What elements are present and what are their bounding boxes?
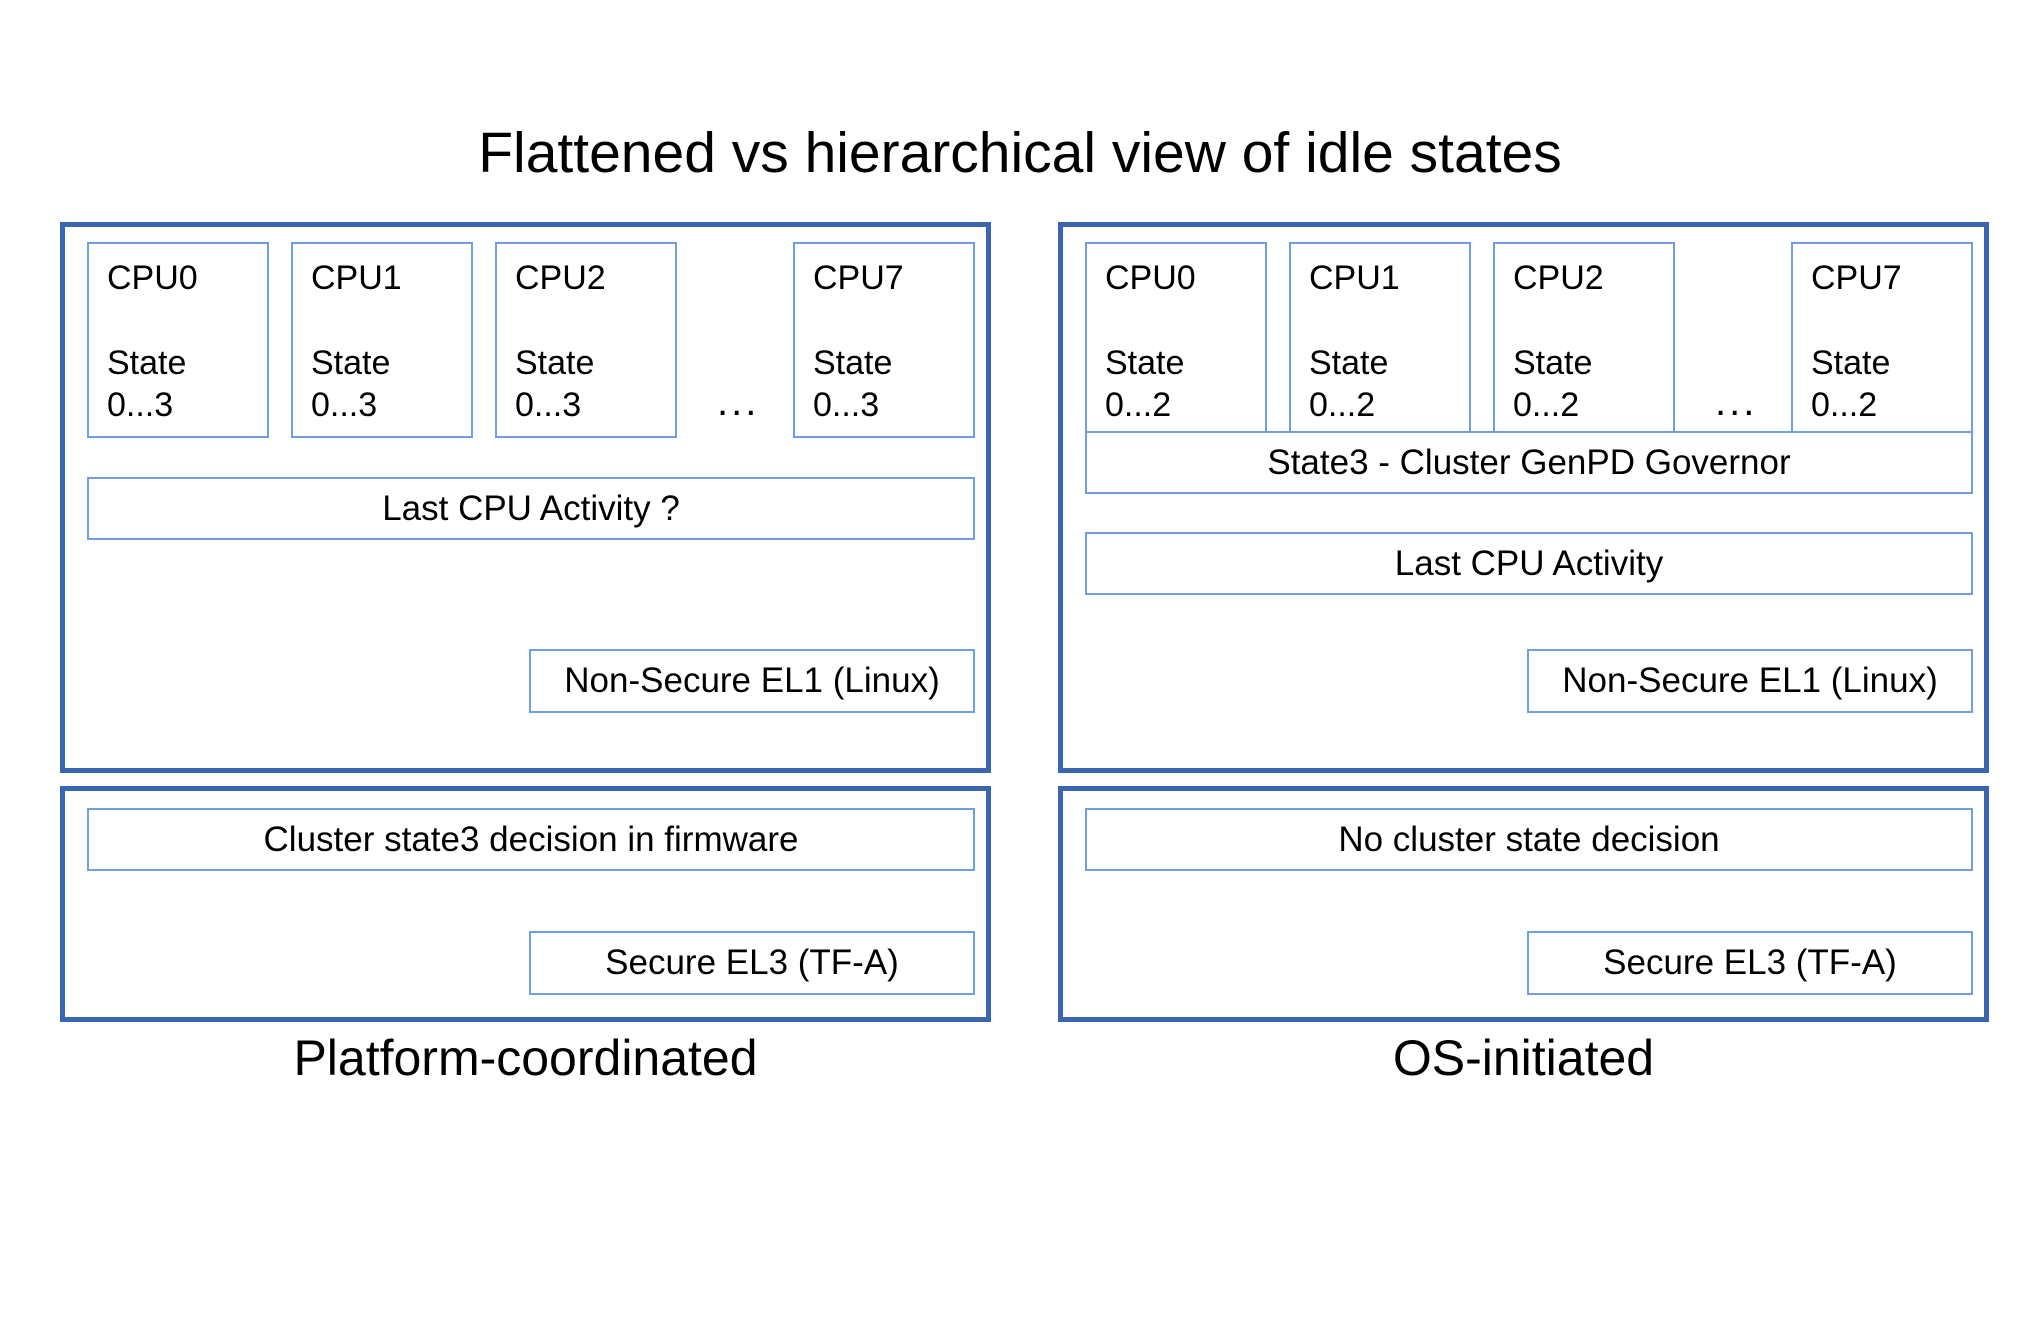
cpu-label: CPU1 [1309, 259, 1400, 297]
cpu-state: State 0...2 [1309, 342, 1388, 426]
right-cpu-box-1: CPU1 State 0...2 [1289, 242, 1471, 438]
left-secure-panel: Cluster state3 decision in firmware Secu… [60, 786, 991, 1022]
right-cpu-row: CPU0 State 0...2 CPU1 State 0...2 CPU2 S… [1085, 242, 1973, 442]
cpu-state-range: 0...2 [1811, 386, 1878, 424]
left-cpu-row: CPU0 State 0...3 CPU1 State 0...3 CPU2 S… [87, 242, 975, 442]
left-cpu-ellipsis: ... [717, 380, 760, 424]
cpu-label: CPU0 [107, 259, 198, 297]
right-no-cluster-decision-bar: No cluster state decision [1085, 808, 1973, 871]
cpu-label: CPU0 [1105, 259, 1196, 297]
cpu-state-label: State [813, 344, 893, 382]
cpu-state-range: 0...2 [1309, 386, 1376, 424]
right-caption: OS-initiated [1392, 1030, 1655, 1086]
left-last-cpu-activity-bar: Last CPU Activity ? [87, 477, 975, 540]
right-cluster-genpd-governor-bar: State3 - Cluster GenPD Governor [1085, 431, 1973, 494]
cpu-label: CPU7 [1811, 259, 1902, 297]
cpu-label: CPU2 [515, 259, 606, 297]
cpu-label: CPU1 [311, 259, 402, 297]
cpu-state-range: 0...3 [107, 386, 174, 424]
cpu-state: State 0...2 [1513, 342, 1592, 426]
cpu-state: State 0...3 [813, 342, 892, 426]
cpu-label: CPU2 [1513, 259, 1604, 297]
right-nonsecure-el1-badge: Non-Secure EL1 (Linux) [1527, 649, 1973, 713]
cpu-state-label: State [1309, 344, 1389, 382]
right-cpu-ellipsis: ... [1715, 380, 1758, 424]
cpu-state: State 0...3 [107, 342, 186, 426]
left-nonsecure-panel: CPU0 State 0...3 CPU1 State 0...3 CPU2 S… [60, 222, 991, 773]
left-cluster-decision-bar: Cluster state3 decision in firmware [87, 808, 975, 871]
right-secure-el3-badge: Secure EL3 (TF-A) [1527, 931, 1973, 995]
left-caption: Platform-coordinated [293, 1030, 758, 1086]
cpu-state-range: 0...3 [813, 386, 880, 424]
cpu-state-label: State [1105, 344, 1185, 382]
cpu-state: State 0...3 [515, 342, 594, 426]
cpu-state-range: 0...3 [515, 386, 582, 424]
right-nonsecure-panel: CPU0 State 0...2 CPU1 State 0...2 CPU2 S… [1058, 222, 1989, 773]
right-secure-panel: No cluster state decision Secure EL3 (TF… [1058, 786, 1989, 1022]
cpu-state: State 0...2 [1811, 342, 1890, 426]
right-cpu-box-7: CPU7 State 0...2 [1791, 242, 1973, 438]
cpu-state-range: 0...2 [1105, 386, 1172, 424]
left-cpu-box-7: CPU7 State 0...3 [793, 242, 975, 438]
left-cpu-box-0: CPU0 State 0...3 [87, 242, 269, 438]
cpu-state: State 0...3 [311, 342, 390, 426]
cpu-state-label: State [515, 344, 595, 382]
diagram-title: Flattened vs hierarchical view of idle s… [478, 121, 1562, 185]
cpu-label: CPU7 [813, 259, 904, 297]
right-cpu-box-0: CPU0 State 0...2 [1085, 242, 1267, 438]
right-last-cpu-activity-bar: Last CPU Activity [1085, 532, 1973, 595]
cpu-state-range: 0...3 [311, 386, 378, 424]
cpu-state-label: State [311, 344, 391, 382]
cpu-state-label: State [107, 344, 187, 382]
left-cpu-box-2: CPU2 State 0...3 [495, 242, 677, 438]
cpu-state-range: 0...2 [1513, 386, 1580, 424]
cpu-state: State 0...2 [1105, 342, 1184, 426]
left-cpu-box-1: CPU1 State 0...3 [291, 242, 473, 438]
left-secure-el3-badge: Secure EL3 (TF-A) [529, 931, 975, 995]
right-cpu-box-2: CPU2 State 0...2 [1493, 242, 1675, 438]
left-nonsecure-el1-badge: Non-Secure EL1 (Linux) [529, 649, 975, 713]
cpu-state-label: State [1513, 344, 1593, 382]
cpu-state-label: State [1811, 344, 1891, 382]
